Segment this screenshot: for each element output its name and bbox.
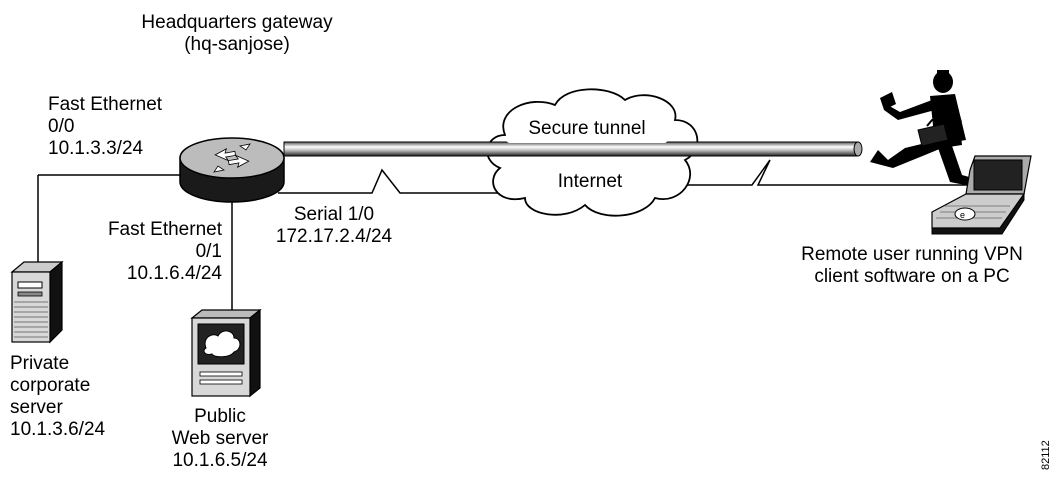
private-server-ip: 10.1.3.6/24 bbox=[10, 419, 106, 440]
fe01-type: Fast Ethernet bbox=[107, 219, 222, 240]
fast-ethernet-0-0-label: Fast Ethernet 0/0 10.1.3.3/24 bbox=[48, 94, 162, 160]
figure-id: 82112 bbox=[1040, 440, 1052, 470]
fe00-ip: 10.1.3.3/24 bbox=[48, 138, 144, 159]
remote-user-line1: Remote user running VPN bbox=[801, 244, 1023, 265]
lan-link-0-0 bbox=[37, 174, 185, 262]
web-server-icon bbox=[190, 308, 262, 398]
remote-user-icon bbox=[870, 70, 980, 186]
serial-ip: 172.17.2.4/24 bbox=[275, 226, 393, 247]
private-server-label: Private corporate server 10.1.3.6/24 bbox=[10, 353, 105, 441]
public-server-ip: 10.1.6.5/24 bbox=[172, 450, 268, 471]
serial-label: Serial 1/0 172.17.2.4/24 bbox=[254, 204, 414, 248]
fe00-type: Fast Ethernet bbox=[48, 94, 163, 115]
remote-user-line2: client software on a PC bbox=[814, 266, 1010, 287]
hq-gateway-label: Headquarters gateway (hq-sanjose) bbox=[112, 12, 362, 56]
tunnel-label-bg bbox=[506, 117, 668, 143]
public-server-label: Public Web server 10.1.6.5/24 bbox=[150, 406, 290, 472]
serial-port: Serial 1/0 bbox=[293, 204, 375, 225]
private-server-icon bbox=[10, 260, 64, 344]
remote-user-label: Remote user running VPN client software … bbox=[772, 244, 1052, 288]
internet-label: Internet bbox=[557, 171, 623, 192]
serial-wan-link bbox=[278, 168, 520, 194]
public-server-line1: Public bbox=[194, 406, 246, 427]
secure-tunnel-label: Secure tunnel bbox=[528, 118, 646, 139]
fe01-ip: 10.1.6.4/24 bbox=[126, 263, 222, 284]
laptop-icon: e bbox=[931, 155, 1032, 235]
private-server-line2: corporate bbox=[10, 375, 91, 396]
remote-wan-link bbox=[660, 159, 980, 186]
router-icon bbox=[179, 137, 285, 203]
fe01-port: 0/1 bbox=[195, 241, 222, 262]
hq-gateway-hostname: (hq-sanjose) bbox=[184, 34, 290, 55]
hq-gateway-title: Headquarters gateway bbox=[141, 12, 333, 33]
svg-text:e: e bbox=[960, 210, 965, 220]
fast-ethernet-0-1-label: Fast Ethernet 0/1 10.1.6.4/24 bbox=[70, 219, 222, 285]
secure-tunnel bbox=[283, 141, 863, 157]
public-server-line2: Web server bbox=[171, 428, 269, 449]
fe00-port: 0/0 bbox=[48, 116, 75, 137]
private-server-line3: server bbox=[10, 397, 63, 418]
private-server-line1: Private bbox=[10, 353, 70, 374]
briefcase-icon bbox=[917, 117, 949, 147]
